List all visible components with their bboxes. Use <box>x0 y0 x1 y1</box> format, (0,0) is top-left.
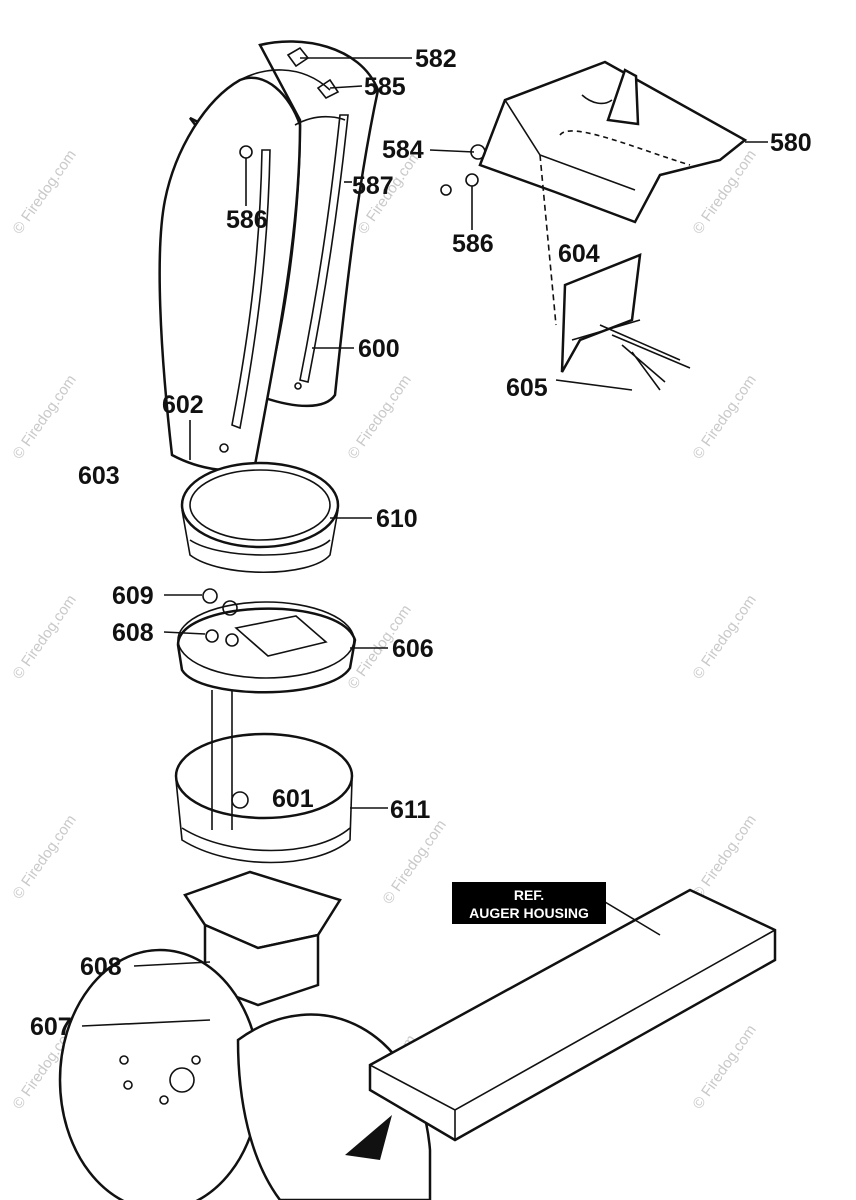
washer-icon <box>222 600 238 616</box>
callout-605: 605 <box>506 374 548 402</box>
reference-label-line1: REF. <box>514 887 544 903</box>
leader-605 <box>555 379 633 391</box>
callout-586-deflector: 586 <box>452 230 494 258</box>
screw-585-icon <box>316 78 340 100</box>
deflector-guide-line <box>539 154 557 326</box>
deflector-hidden-edge <box>559 130 691 166</box>
chute-front-panel <box>158 76 302 472</box>
washer-icon-2 <box>225 633 239 647</box>
watermark-4: © Firedog.com <box>9 812 79 903</box>
ring-610-inner <box>189 469 331 541</box>
chute-assembly <box>158 40 380 472</box>
deflector-body <box>478 60 748 224</box>
reference-label-line2: AUGER HOUSING <box>469 905 589 921</box>
callout-608-ring: 608 <box>112 619 154 647</box>
deflector-assembly <box>440 60 748 326</box>
callouts: 582 585 580 584 587 586 586 604 600 605 … <box>30 45 812 1041</box>
auger-housing-side <box>58 948 262 1200</box>
deflector-handle <box>606 68 640 126</box>
reference-label-box <box>452 882 606 924</box>
auger-housing-hole-3 <box>159 1095 169 1105</box>
watermark-3: © Firedog.com <box>9 592 79 683</box>
watermark-10: © Firedog.com <box>689 1022 759 1113</box>
ring-611-teeth-line <box>181 827 351 852</box>
washer-586-icon <box>465 173 479 187</box>
auger-housing-frame-bar <box>368 888 777 1142</box>
ring-611-top <box>174 732 354 820</box>
chute-top-edge <box>294 116 346 126</box>
watermark-1: © Firedog.com <box>9 147 79 238</box>
ring-610 <box>180 461 340 573</box>
watermark-7: © Firedog.com <box>689 372 759 463</box>
callout-584: 584 <box>382 136 424 164</box>
chute-slot-front <box>231 149 271 430</box>
callout-609: 609 <box>112 582 154 610</box>
washer-609-icon <box>202 588 218 604</box>
chute-hole-back <box>294 382 302 390</box>
ring-611-side <box>175 779 353 864</box>
reference-label: REF. AUGER HOUSING <box>452 882 606 924</box>
leader-608b <box>133 961 211 967</box>
auger-housing-hub <box>169 1067 195 1093</box>
leader-lines <box>81 57 768 1027</box>
watermark-14: © Firedog.com <box>379 817 449 908</box>
auger-housing <box>58 888 777 1200</box>
watermark-2: © Firedog.com <box>9 372 79 463</box>
watermark-12: © Firedog.com <box>344 372 414 463</box>
callout-586-chute: 586 <box>226 206 268 234</box>
chute-top-rim <box>239 69 331 91</box>
callout-603: 603 <box>78 462 120 490</box>
watermark-9: © Firedog.com <box>689 812 759 903</box>
callout-601: 601 <box>272 785 314 813</box>
carriage-bolts-icon <box>599 324 691 391</box>
deflector-slot <box>581 94 613 105</box>
callout-606: 606 <box>392 635 434 663</box>
auger-housing-shadow <box>345 1115 392 1160</box>
callout-611: 611 <box>390 796 430 824</box>
ring-610-teeth-line <box>189 539 331 556</box>
chute-hole-lower <box>219 443 229 453</box>
ring-610-side <box>181 509 339 573</box>
auger-housing-frame-edge <box>369 929 776 1140</box>
ring-606 <box>176 588 357 694</box>
callout-607: 607 <box>30 1013 72 1041</box>
chute-slot-back <box>299 114 349 383</box>
callout-604: 604 <box>558 240 600 268</box>
chute-base <box>183 870 342 1007</box>
leader-607 <box>81 1019 211 1027</box>
auger-housing-hole-1 <box>119 1055 129 1065</box>
chute-adapter-fold <box>571 319 641 341</box>
watermark-8: © Firedog.com <box>689 592 759 683</box>
callout-608-base: 608 <box>80 953 122 981</box>
callout-610: 610 <box>376 505 418 533</box>
leader-585 <box>329 85 363 89</box>
chute-adapter-plate <box>560 253 642 373</box>
ring-606-opening <box>234 615 328 657</box>
nut-icon <box>440 184 452 196</box>
ring-611 <box>174 690 354 864</box>
chute-adapter-assembly <box>560 253 691 391</box>
ring-606-top <box>177 601 355 679</box>
callout-582: 582 <box>415 45 457 73</box>
callout-580: 580 <box>770 129 812 157</box>
auger-housing-hole-2 <box>123 1080 133 1090</box>
callout-587: 587 <box>352 172 394 200</box>
leader-ref <box>604 901 661 936</box>
auger-housing-hole-4 <box>191 1055 201 1065</box>
callout-585: 585 <box>364 73 406 101</box>
washer-608-icon <box>205 629 219 643</box>
leader-608a <box>163 631 206 635</box>
leader-584 <box>429 149 475 153</box>
callout-600: 600 <box>358 335 400 363</box>
ring-610-top <box>180 461 340 549</box>
callout-602: 602 <box>162 391 204 419</box>
